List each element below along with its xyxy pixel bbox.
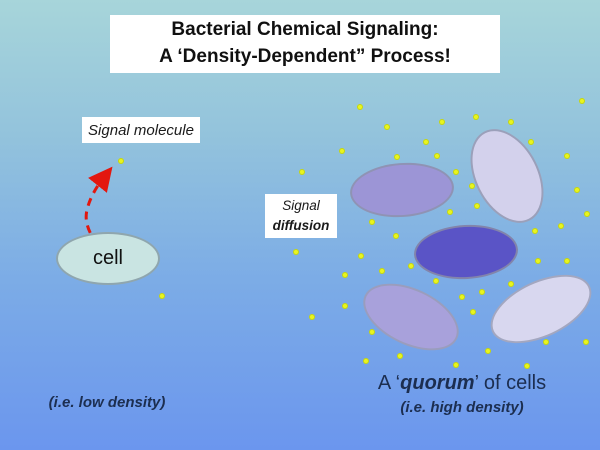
signal-diffusion-line2: diffusion: [272, 218, 330, 233]
signal-molecule-dot: [379, 268, 385, 274]
quorum-suffix: ’ of cells: [474, 372, 547, 394]
signal-molecule-dot: [309, 314, 315, 320]
signal-molecule-dot: [369, 219, 375, 225]
signal-molecule-dot: [433, 278, 439, 284]
signal-molecule-dot: [528, 139, 534, 145]
signal-molecule-dot: [574, 187, 580, 193]
signal-molecule-dot: [459, 294, 465, 300]
signal-molecule-dot: [579, 98, 585, 104]
signal-molecule-dot: [394, 154, 400, 160]
signal-molecule-dot: [532, 228, 538, 234]
low-density-caption: (i.e. low density): [48, 394, 166, 411]
signal-molecule-dot: [423, 139, 429, 145]
signal-molecule-dot: [439, 119, 445, 125]
slide-title: Bacterial Chemical Signaling: A ‘Density…: [110, 15, 500, 73]
signal-molecule-dot: [342, 272, 348, 278]
signal-molecule-dot: [453, 362, 459, 368]
signal-molecule-dot: [339, 148, 345, 154]
signal-molecule-dot: [535, 258, 541, 264]
signal-molecule-dot: [474, 203, 480, 209]
signal-molecule-dot: [558, 223, 564, 229]
signal-molecule-dot: [524, 363, 530, 369]
single-cell: cell: [56, 231, 160, 285]
signal-molecule-dot: [485, 348, 491, 354]
signal-molecule-dot: [408, 263, 414, 269]
signal-molecule-dot: [469, 183, 475, 189]
signal-molecule-dot: [543, 339, 549, 345]
signal-molecule-dot: [508, 281, 514, 287]
signal-molecule-dot: [470, 309, 476, 315]
signal-molecule-dot: [118, 158, 124, 164]
quorum-word: quorum: [400, 372, 475, 394]
signal-molecule-dot: [434, 153, 440, 159]
quorum-prefix: A ‘: [377, 372, 401, 394]
signal-molecule-dot: [369, 329, 375, 335]
signal-molecule-dot: [453, 169, 459, 175]
signal-molecule-dot: [299, 169, 305, 175]
slide-title-line2: A ‘Density-Dependent” Process!: [159, 46, 451, 67]
signal-molecule-dot: [159, 293, 165, 299]
slide-title-line1: Bacterial Chemical Signaling:: [171, 19, 439, 41]
signal-molecule-dot: [564, 153, 570, 159]
signal-molecule-dot: [363, 358, 369, 364]
high-density-caption: (i.e. high density): [400, 399, 524, 416]
signal-molecule-dot: [479, 289, 485, 295]
signal-molecule-label: Signal molecule: [82, 117, 200, 143]
signal-molecule-dot: [564, 258, 570, 264]
signal-molecule-dot: [584, 211, 590, 217]
signal-molecule-dot: [473, 114, 479, 120]
single-cell-label: cell: [92, 246, 123, 269]
signal-molecule-dot: [397, 353, 403, 359]
signal-diffusion-label: Signal diffusion: [265, 194, 337, 238]
signal-molecule-dot: [447, 209, 453, 215]
signal-diffusion-line1: Signal: [282, 198, 320, 214]
signal-molecule-dot: [357, 104, 363, 110]
signal-molecule-dot: [583, 339, 589, 345]
signal-molecule-dot: [508, 119, 514, 125]
signal-molecule-dot: [358, 253, 364, 259]
quorum-caption: A ‘quorum’ of cells: [337, 372, 587, 395]
signal-molecule-dot: [393, 233, 399, 239]
signal-molecule-dot: [342, 303, 348, 309]
signal-molecule-dot: [384, 124, 390, 130]
signal-molecule-dot: [293, 249, 299, 255]
